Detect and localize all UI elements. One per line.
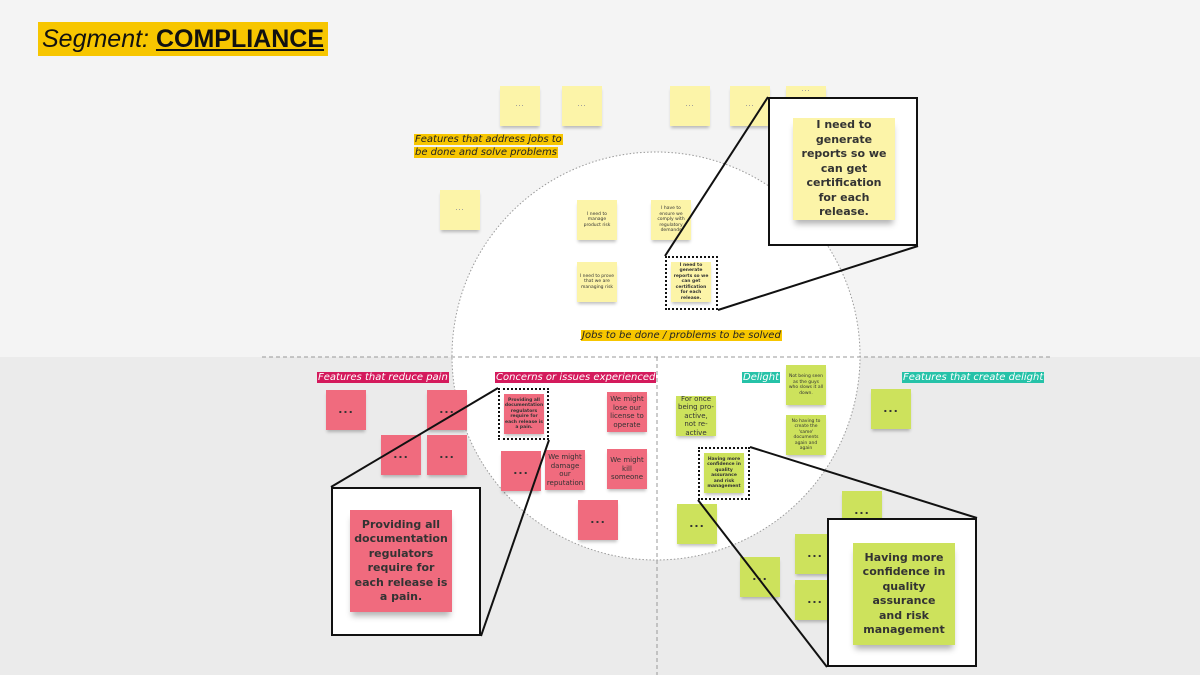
green-sticky-note[interactable]: Having more confidence in quality assura… xyxy=(704,453,744,493)
connector-line xyxy=(664,96,769,257)
label-create-delight: Features that create delight xyxy=(902,371,1045,384)
yellow-sticky-note[interactable]: I have to ensure we comply with regulato… xyxy=(651,200,691,240)
pink-sticky-note[interactable]: ... xyxy=(427,435,467,475)
label-text: Jobs to be done / problems to be solved xyxy=(581,330,782,341)
connector-line xyxy=(480,439,550,637)
connector-line xyxy=(717,245,919,311)
label-text: Delight xyxy=(742,372,781,383)
green-sticky-note[interactable]: ... xyxy=(871,389,911,429)
yellow-sticky-note[interactable]: ... xyxy=(562,86,602,126)
green-sticky-note[interactable]: Not being seen as the guys who slows it … xyxy=(786,365,826,405)
label-line: be done and solve problems xyxy=(414,147,558,158)
yellow-sticky-note[interactable]: I need to prove that we are managing ris… xyxy=(577,262,617,302)
connector-line xyxy=(697,499,828,668)
selection-box-pain xyxy=(498,388,549,440)
green-sticky-note[interactable]: For once being pro-active, not re-active xyxy=(676,395,716,437)
callout-pain: Providing all documentation regulators r… xyxy=(331,487,481,636)
title-prefix: Segment: xyxy=(42,25,150,53)
yellow-sticky-note[interactable]: I need to manage product risk xyxy=(577,200,617,240)
pink-sticky-note[interactable]: We might lose our license to operate xyxy=(607,392,647,432)
callout-jobs: I need to generate reports so we can get… xyxy=(768,97,918,246)
yellow-sticky-note[interactable]: ... xyxy=(670,86,710,126)
callout-note[interactable]: Providing all documentation regulators r… xyxy=(350,510,452,612)
pink-sticky-note[interactable]: We might damage our reputation xyxy=(545,450,585,490)
pink-sticky-note[interactable]: ... xyxy=(381,435,421,475)
label-jobs: Jobs to be done / problems to be solved xyxy=(581,329,782,342)
callout-note[interactable]: Having more confidence in quality assura… xyxy=(853,543,955,645)
pink-sticky-note[interactable]: Providing all documentation regulators r… xyxy=(504,394,544,434)
label-reduce-pain: Features that reduce pain xyxy=(317,371,449,384)
selection-box-delight xyxy=(698,447,750,500)
selection-box-jobs xyxy=(665,256,718,310)
label-text: Features that reduce pain xyxy=(317,372,449,383)
label-line: Features that address jobs to xyxy=(414,134,563,145)
pink-sticky-note[interactable]: ... xyxy=(326,390,366,430)
label-text: Features that create delight xyxy=(902,372,1045,383)
callout-note[interactable]: I need to generate reports so we can get… xyxy=(793,118,895,220)
callout-delight: Having more confidence in quality assura… xyxy=(827,518,977,667)
label-delight: Delight xyxy=(742,371,781,384)
yellow-sticky-note[interactable]: I need to generate reports so we can get… xyxy=(671,262,711,302)
yellow-sticky-note[interactable]: ... xyxy=(500,86,540,126)
pink-sticky-note[interactable]: ... xyxy=(578,500,618,540)
page-title: Segment: COMPLIANCE xyxy=(38,22,329,56)
green-sticky-note[interactable]: ... xyxy=(677,504,717,544)
connector-line xyxy=(749,446,978,519)
label-text: Concerns or issues experienced xyxy=(495,372,657,383)
pink-sticky-note[interactable]: We might kill someone xyxy=(607,449,647,489)
label-concerns: Concerns or issues experienced xyxy=(495,371,657,384)
connector-line xyxy=(330,387,499,488)
yellow-sticky-note[interactable]: ... xyxy=(440,190,480,230)
label-features-jobs: Features that address jobs to be done and… xyxy=(414,133,563,159)
green-sticky-note[interactable]: No having to create the 'same' documents… xyxy=(786,415,826,455)
segment-name: COMPLIANCE xyxy=(155,25,325,53)
